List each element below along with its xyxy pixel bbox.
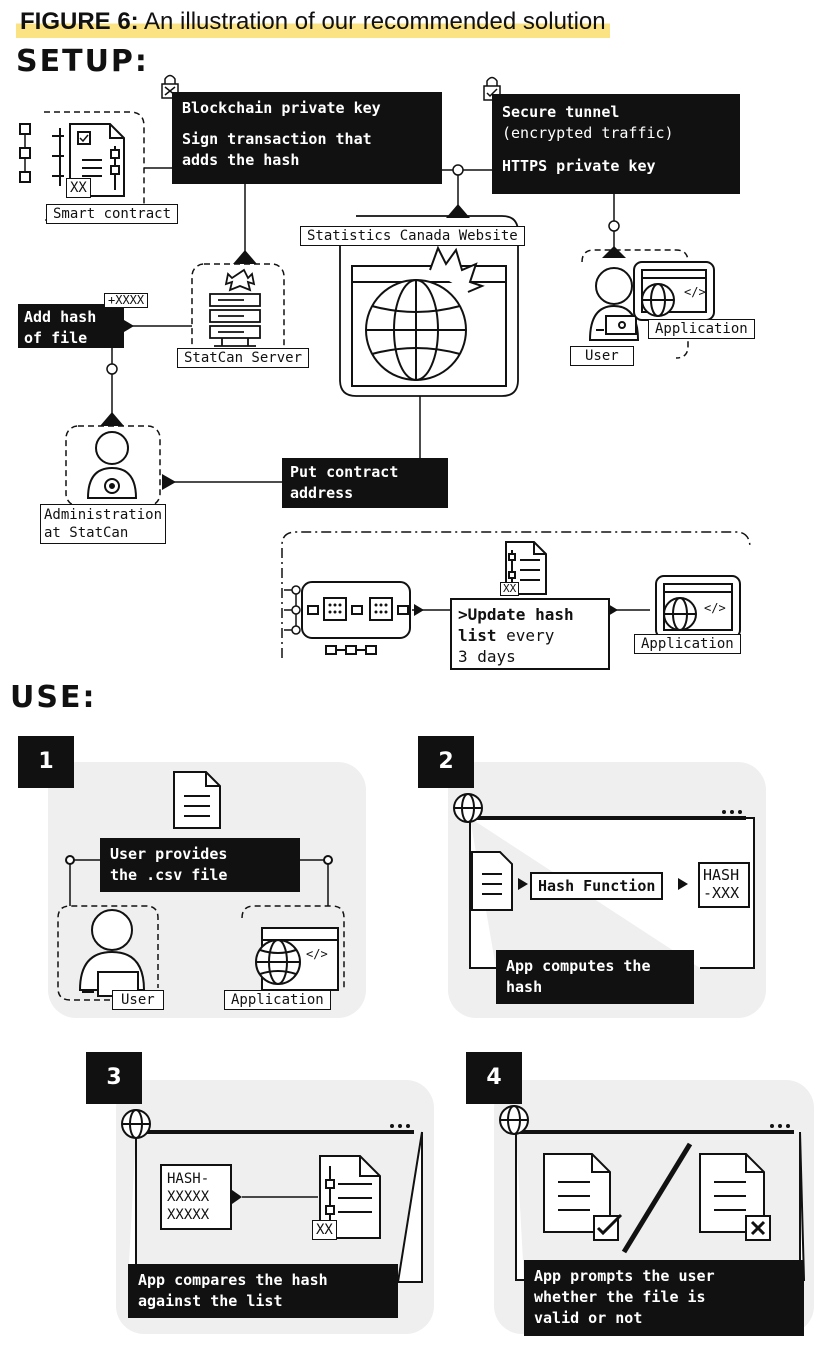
put-contract-box: Put contract address <box>282 458 448 508</box>
blockchain-key-box: Blockchain private key Sign transaction … <box>172 92 442 184</box>
update-application-label: Application <box>634 634 741 654</box>
website-label: Statistics Canada Website <box>300 226 525 246</box>
use-heading: USE: <box>10 680 97 715</box>
blockchain-icon <box>301 581 411 655</box>
application-label: Application <box>648 319 755 339</box>
admin-icon <box>86 431 138 499</box>
add-hash-badge: +XXXX <box>104 293 149 308</box>
sign-transaction-text: Sign transaction that adds the hash <box>182 130 372 169</box>
svg-text:</>: </> <box>684 285 706 299</box>
step3-doc-badge: XX <box>312 1220 337 1240</box>
smart-contract-badge: XX <box>66 178 91 198</box>
svg-text:</>: </> <box>704 601 726 615</box>
step-2-number: 2 <box>418 736 474 788</box>
server-label: StatCan Server <box>177 348 310 368</box>
user-label: User <box>570 346 634 366</box>
figure-title: FIGURE 6: An illustration of our recomme… <box>16 6 610 38</box>
step1-caption-box: User provides the .csv file <box>100 838 300 892</box>
update-application-icon: </> <box>655 575 741 639</box>
add-hash-box: Add hash of file <box>18 304 124 348</box>
website-globe-icon <box>351 245 507 387</box>
step-1-number: 1 <box>18 736 74 788</box>
update-doc-badge: XX <box>500 582 520 596</box>
step4-caption: App prompts the user whether the file is… <box>534 1267 715 1327</box>
update-hash-box: >Update hash list every 3 days <box>450 598 610 670</box>
step2-caption: App computes the hash <box>506 957 651 996</box>
step-4-number: 4 <box>466 1052 522 1104</box>
step1-caption: User provides the .csv file <box>110 845 228 884</box>
step1-application-label: Application <box>224 990 331 1010</box>
step3-caption-box: App compares the hash against the list <box>128 1264 398 1318</box>
setup-heading: SETUP: <box>16 44 149 79</box>
step3-caption: App compares the hash against the list <box>138 1271 328 1310</box>
secure-tunnel-box: Secure tunnel (encrypted traffic) HTTPS … <box>492 94 740 194</box>
update-hash-bold: >Update hash list <box>458 605 574 645</box>
update-hash-rest: every 3 days <box>458 626 555 666</box>
encrypted-traffic-text: (encrypted traffic) <box>502 124 674 142</box>
server-icon <box>209 268 261 347</box>
https-key-text: HTTPS private key <box>502 157 656 175</box>
admin-label: Administration at StatCan <box>40 504 167 544</box>
hash-function-label: Hash Function <box>530 872 664 900</box>
add-hash-text: Add hash of file <box>24 308 97 347</box>
smart-contract-label: Smart contract <box>46 204 179 224</box>
figure-label: FIGURE 6: <box>20 8 139 35</box>
user-icon <box>588 267 640 341</box>
step4-caption-box: App prompts the user whether the file is… <box>524 1260 804 1336</box>
secure-tunnel-title: Secure tunnel <box>502 103 620 121</box>
figure-caption: An illustration of our recommended solut… <box>144 8 606 35</box>
put-contract-text: Put contract address <box>290 463 399 502</box>
step-3-number: 3 <box>86 1052 142 1104</box>
blockchain-key-title: Blockchain private key <box>182 99 381 117</box>
step2-caption-box: App computes the hash <box>496 950 694 1004</box>
hash-list-box: HASH- XXXXX XXXXX <box>160 1164 232 1230</box>
application-icon: </> <box>633 261 715 321</box>
hash-output-box: HASH -XXX <box>698 862 750 908</box>
step1-user-label: User <box>112 990 164 1010</box>
hash-list-document-icon <box>505 541 547 595</box>
